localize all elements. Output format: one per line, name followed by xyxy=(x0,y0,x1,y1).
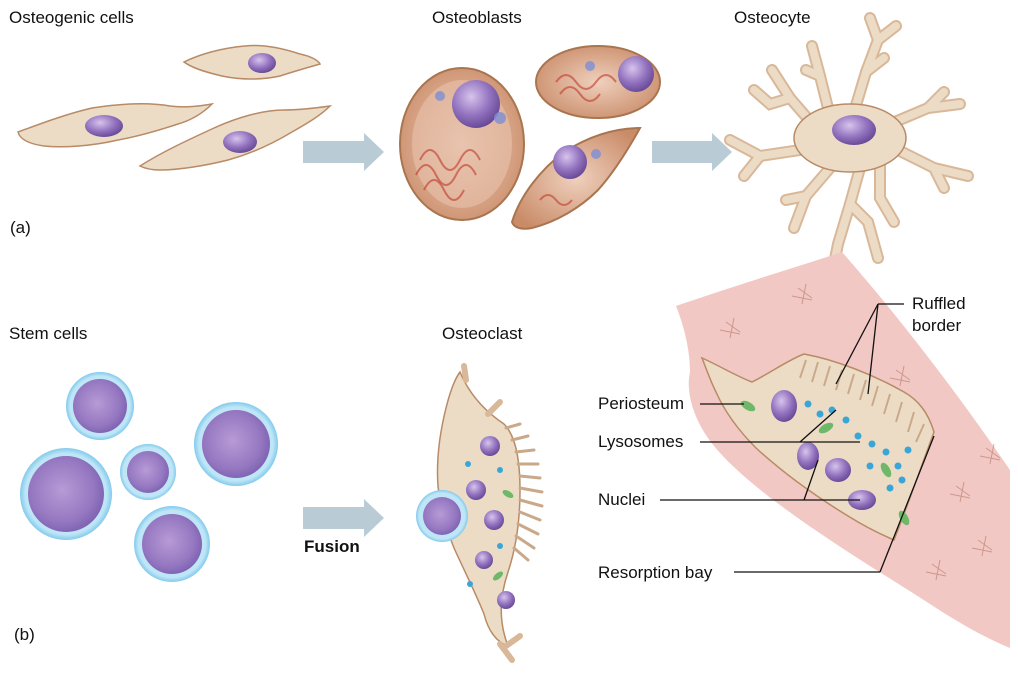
ruffled-border-label-line1: Ruffled xyxy=(912,294,966,314)
osteoclast-label: Osteoclast xyxy=(442,324,522,344)
osteoblast xyxy=(512,128,640,229)
nucleus xyxy=(553,145,587,179)
fusion-arrow xyxy=(303,499,384,537)
nucleus xyxy=(832,115,876,145)
osteoblasts-illustration xyxy=(400,46,660,229)
osteocyte-illustration xyxy=(730,18,968,274)
nucleus xyxy=(85,115,123,137)
nuclei-label: Nuclei xyxy=(598,490,645,510)
osteogenic-cells-illustration xyxy=(18,45,330,170)
progression-arrow xyxy=(303,133,384,171)
resorption-bay-label: Resorption bay xyxy=(598,563,712,583)
osteogenic-cells-label: Osteogenic cells xyxy=(9,8,134,28)
osteoclast-illustration xyxy=(416,366,542,660)
nucleus xyxy=(497,591,515,609)
nucleus xyxy=(480,436,500,456)
nucleus xyxy=(484,510,504,530)
nucleus xyxy=(248,53,276,73)
osteocyte-label: Osteocyte xyxy=(734,8,811,28)
stem-cells-label: Stem cells xyxy=(9,324,87,344)
nucleus xyxy=(466,480,486,500)
nucleus xyxy=(223,131,257,153)
panel-b-marker: (b) xyxy=(14,625,35,645)
nucleus xyxy=(771,390,797,422)
osteoblasts-label: Osteoblasts xyxy=(432,8,522,28)
progression-arrow xyxy=(652,133,732,171)
fusion-label: Fusion xyxy=(304,537,360,557)
ruffled-border-label-line2: border xyxy=(912,316,961,336)
panel-a-marker: (a) xyxy=(10,218,31,238)
nucleus xyxy=(475,551,493,569)
periosteum-label: Periosteum xyxy=(598,394,684,414)
lysosomes-label: Lysosomes xyxy=(598,432,683,452)
stem-cells-illustration xyxy=(20,372,278,582)
nucleus xyxy=(618,56,654,92)
nucleus xyxy=(825,458,851,482)
nucleus xyxy=(452,80,500,128)
